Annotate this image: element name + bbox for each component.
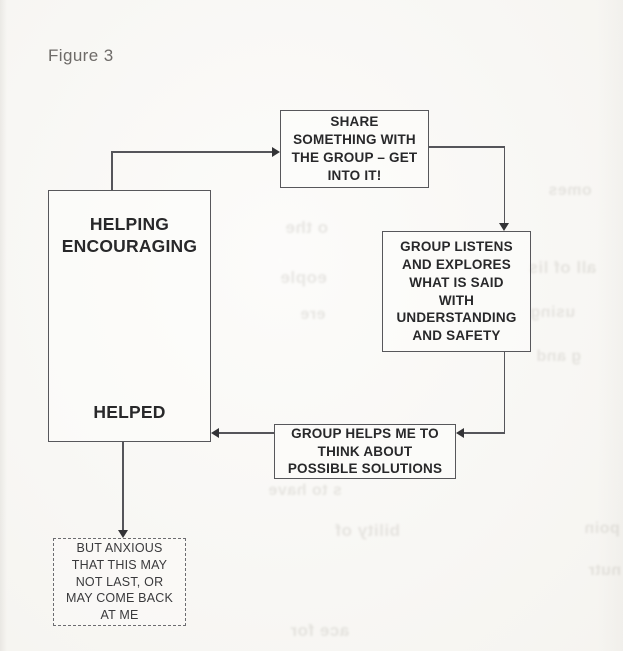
ghost-text-artifact: ere bbox=[300, 306, 326, 323]
ghost-text-artifact: s to have bbox=[268, 482, 342, 499]
ghost-text-artifact: nutr bbox=[588, 562, 622, 579]
flowchart-box-group-listens: GROUP LISTENS AND EXPLORES WHAT IS SAID … bbox=[382, 231, 531, 352]
ghost-text-artifact: o the bbox=[285, 218, 329, 237]
connector-listen-to-solutions-vertical bbox=[503, 352, 505, 433]
helper-box-top-label: HELPING ENCOURAGING bbox=[61, 214, 198, 257]
ghost-text-artifact: all of lis bbox=[528, 258, 597, 277]
helper-box-bottom-label: HELPED bbox=[93, 401, 166, 422]
flowchart-box-share-something: SHARE SOMETHING WITH THE GROUP – GET INT… bbox=[280, 110, 429, 188]
flowchart-box-anxious-dashed: BUT ANXIOUS THAT THIS MAY NOT LAST, OR M… bbox=[53, 538, 186, 626]
ghost-text-artifact: using bbox=[530, 304, 576, 321]
arrowhead-into-solutions-box bbox=[456, 428, 464, 438]
arrowhead-into-listen-box bbox=[499, 223, 509, 231]
connector-share-to-listen-vertical bbox=[503, 146, 505, 224]
ghost-text-artifact: ace for bbox=[290, 621, 350, 640]
ghost-text-artifact: g and bbox=[536, 348, 582, 365]
connector-listen-to-solutions-horizontal bbox=[464, 432, 505, 434]
ghost-text-artifact: omes bbox=[548, 182, 592, 199]
arrowhead-into-share-box bbox=[272, 147, 280, 157]
connector-solutions-to-helper-horizontal bbox=[219, 432, 274, 434]
connector-helper-to-share-horizontal bbox=[111, 151, 272, 153]
ghost-text-artifact: bility of bbox=[335, 521, 400, 540]
connector-share-to-listen-horizontal bbox=[429, 146, 505, 148]
arrowhead-into-helper-box bbox=[211, 428, 219, 438]
ghost-text-artifact: eople bbox=[280, 268, 327, 287]
figure-caption: Figure 3 bbox=[48, 46, 114, 65]
arrowhead-into-anxious-box bbox=[118, 530, 128, 538]
ghost-text-artifact: poin bbox=[584, 520, 620, 537]
connector-helper-to-share-vertical bbox=[111, 152, 113, 190]
connector-helper-to-anxious-vertical bbox=[122, 442, 124, 531]
flowchart-box-group-helps: GROUP HELPS ME TO THINK ABOUT POSSIBLE S… bbox=[274, 424, 456, 479]
flowchart-box-helper: HELPING ENCOURAGING HELPED bbox=[48, 190, 211, 442]
